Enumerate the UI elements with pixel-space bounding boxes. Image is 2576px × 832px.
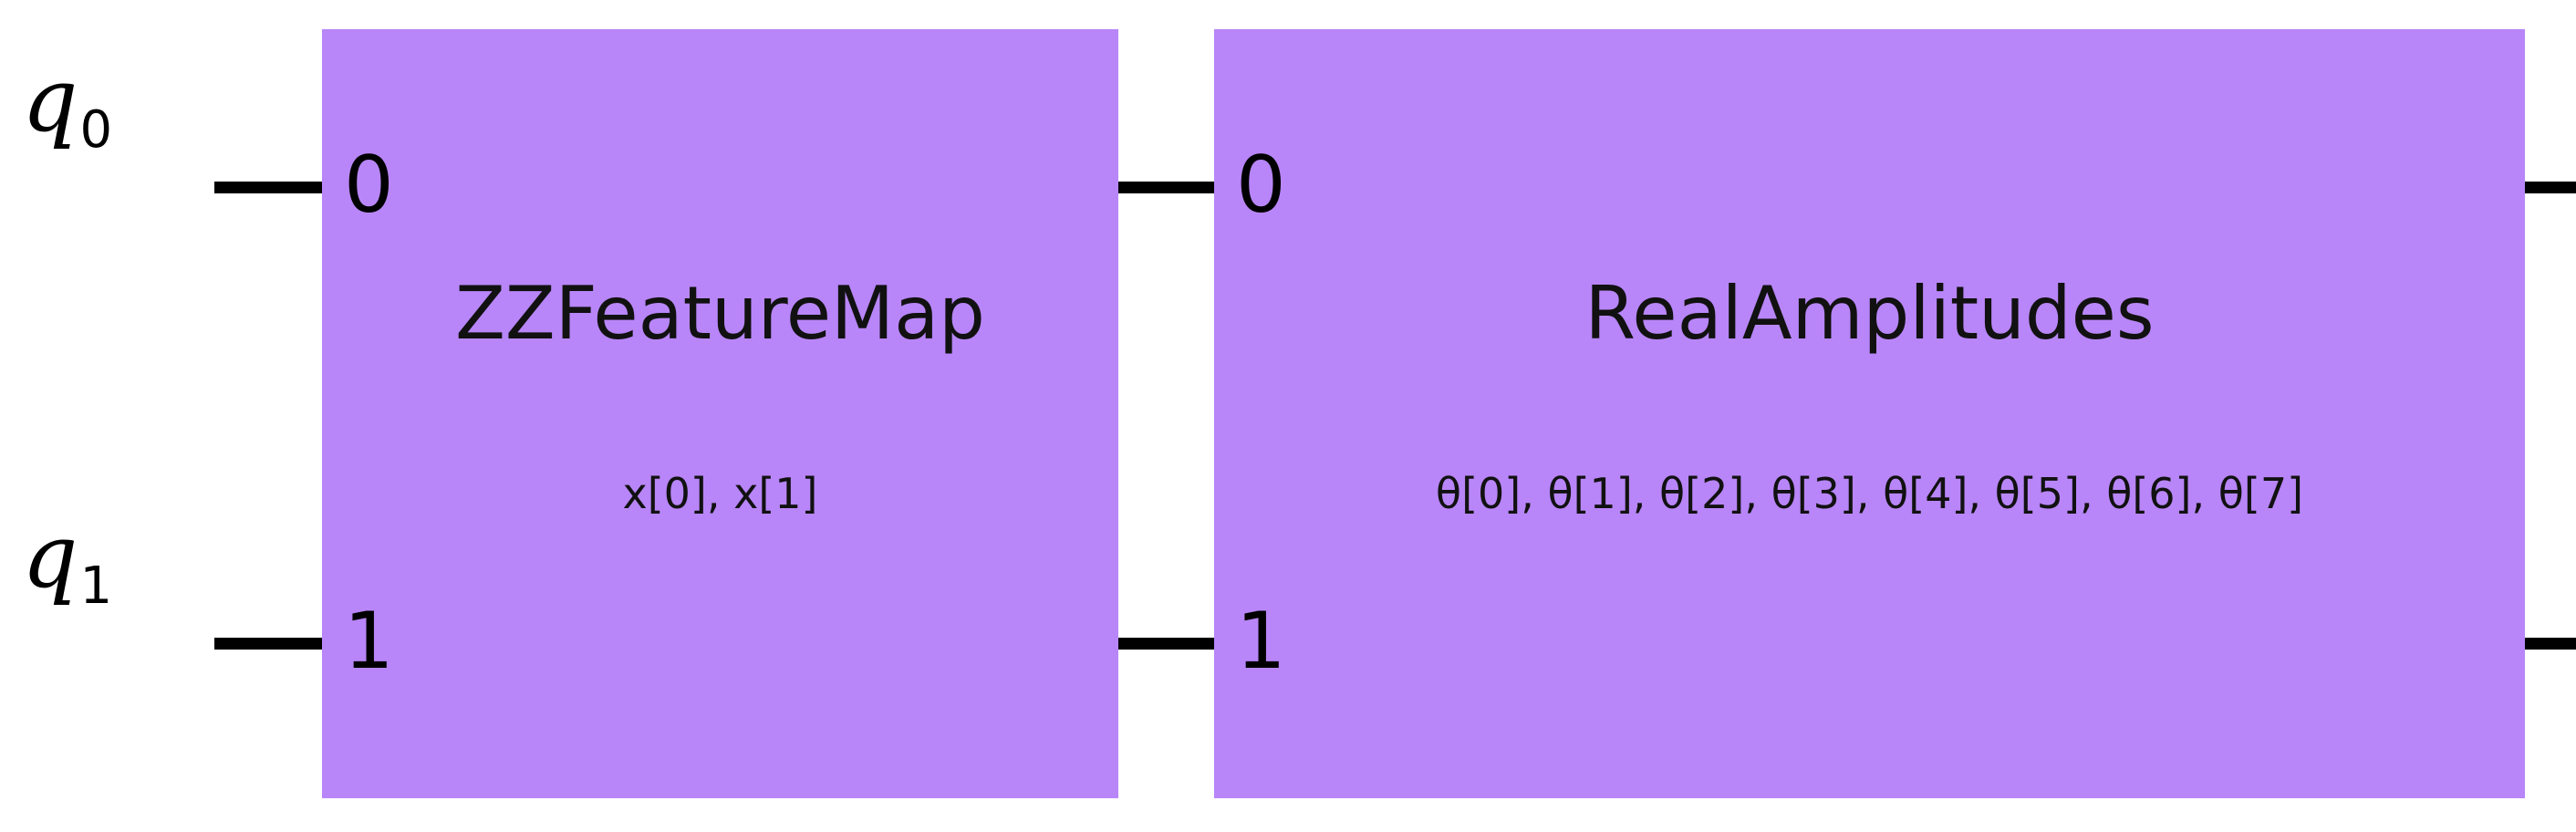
wire-q0-lead-in [214,182,326,193]
gate-realamplitudes-params: θ[0], θ[1], θ[2], θ[3], θ[4], θ[5], θ[6]… [1435,469,2304,518]
gate-zzfeaturemap[interactable]: 0 1 ZZFeatureMap x[0], x[1] [322,29,1118,798]
qubit-label-q0: q0 [22,57,112,156]
gate-realamplitudes[interactable]: 0 1 RealAmplitudes θ[0], θ[1], θ[2], θ[3… [1214,29,2525,798]
wire-q1-lead-in [214,638,326,650]
qubit-index-q0: 0 [79,100,113,160]
gate-zzfeaturemap-title: ZZFeatureMap [455,271,985,356]
wire-q0-lead-out [2521,182,2576,193]
gate-realamplitudes-port-0: 0 [1236,140,1286,231]
wire-q1-between-gates [1115,638,1219,650]
qubit-label-q1: q1 [22,513,112,612]
qubit-letter-q0: q [22,49,78,151]
wire-q0-between-gates [1115,182,1219,193]
gate-zzfeaturemap-params: x[0], x[1] [622,469,818,518]
qubit-letter-q1: q [22,505,78,608]
qubit-index-q1: 1 [79,556,113,616]
gate-realamplitudes-port-1: 1 [1236,596,1286,687]
wire-q1-lead-out [2521,638,2576,650]
gate-zzfeaturemap-port-0: 0 [344,140,394,231]
gate-zzfeaturemap-port-1: 1 [344,596,394,687]
gate-realamplitudes-title: RealAmplitudes [1584,271,2155,356]
